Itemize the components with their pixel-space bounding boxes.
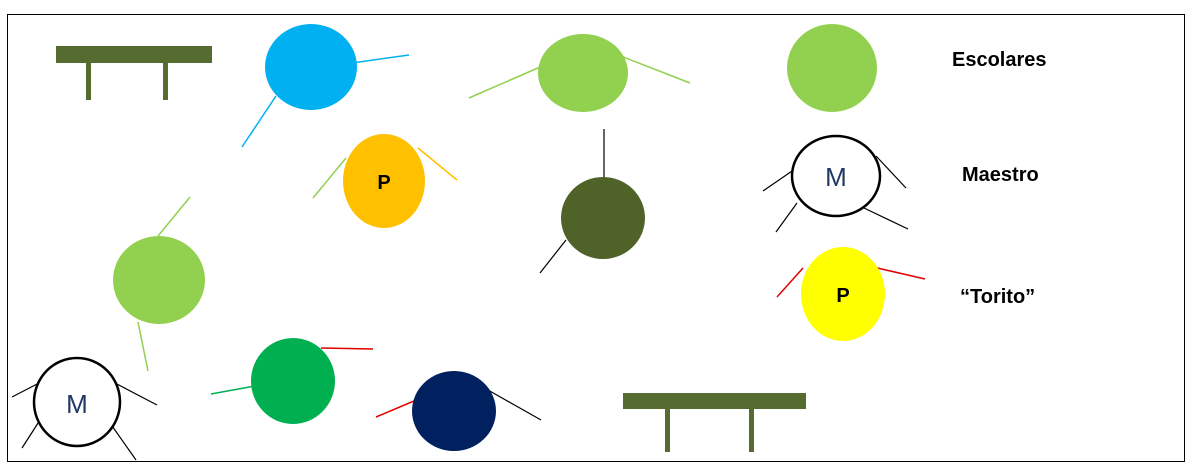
table-bottom-right xyxy=(623,393,806,452)
teacher-bottom-left: M xyxy=(11,356,158,461)
student-green xyxy=(210,338,374,424)
student-light-green-left xyxy=(113,196,205,372)
legend-torito-icon: P xyxy=(776,247,926,341)
student-sky-blue xyxy=(241,24,410,148)
table-top-left xyxy=(56,46,212,100)
legend-label-torito: “Torito” xyxy=(960,286,1036,308)
student-light-green-top xyxy=(468,34,691,112)
student-navy xyxy=(375,371,542,451)
student-dark-olive xyxy=(539,129,645,274)
legend-student-icon xyxy=(787,24,877,112)
legend-teacher-icon: M xyxy=(762,134,909,233)
legend-label-escolares: Escolares xyxy=(952,49,1047,71)
legend-label-maestro: Maestro xyxy=(962,164,1039,186)
torito-letter: P xyxy=(377,172,390,194)
legend-torito-letter: P xyxy=(836,285,849,307)
teacher-letter-bottom: M xyxy=(66,389,88,419)
teacher-letter: M xyxy=(825,162,847,192)
torito-orange: P xyxy=(312,134,458,228)
